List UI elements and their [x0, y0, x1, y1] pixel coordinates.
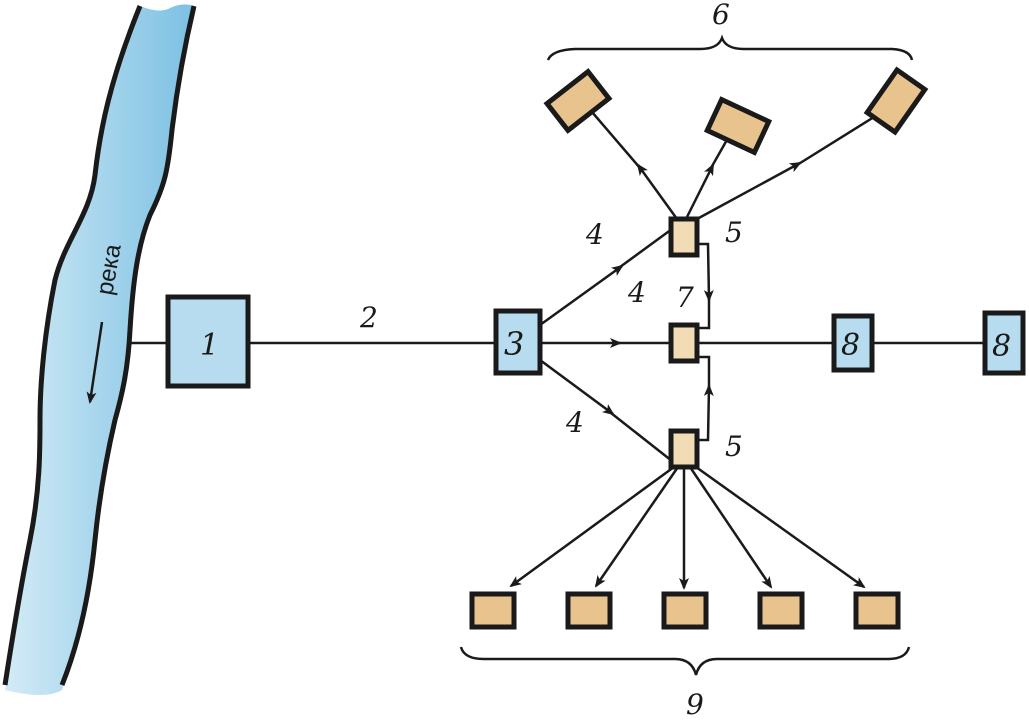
bottom-consumer-5: [853, 591, 901, 630]
top-consumer-pipe-2: [684, 163, 715, 220]
main-pipe-label: 2: [359, 301, 378, 334]
bottom-consumer-pipe-1: [509, 465, 675, 588]
top-consumer-pipe-1-rest: [591, 111, 641, 169]
bottom-consumer-1: [469, 591, 517, 630]
branch-top-pipe-rest: [619, 227, 673, 269]
station-label: 3: [504, 325, 524, 363]
bottom-group-brace: [459, 646, 911, 676]
top-consumer-pipe-1: [636, 163, 679, 220]
interconnect-node: [668, 322, 700, 364]
river-bank-left: [2, 5, 143, 686]
river-body: [5, 4, 194, 695]
top-consumer-3: [863, 66, 929, 136]
bottom-consumer-2: [565, 591, 613, 630]
branch-bottom-pipe-rest: [610, 412, 673, 462]
top-consumer-pipe-3: [696, 161, 802, 221]
hub-top-label: 5: [725, 216, 743, 249]
branch-bottom-label: 4: [565, 406, 584, 439]
end-node-b-label: 8: [992, 329, 1011, 364]
river-flow-arrow: [86, 321, 104, 404]
branch-mid-label: 4: [627, 276, 646, 309]
interconnect-pipe-bottom: [697, 384, 714, 442]
end-node-b: 8: [982, 310, 1026, 376]
bottom-consumer-4: [757, 591, 805, 630]
intake-node: 1: [165, 294, 251, 389]
bottom-consumer-pipe-5: [695, 465, 866, 589]
end-node-a: 8: [831, 313, 875, 373]
bottom-group-label: 9: [686, 688, 704, 721]
branch-top-pipe: [539, 264, 624, 327]
branch-bottom-pipe: [539, 358, 615, 416]
hub-bottom-label: 5: [725, 430, 743, 463]
interconnect-pipe-top: [697, 242, 714, 302]
river-bank-right: [59, 5, 197, 686]
bottom-consumer-pipe-2: [594, 466, 680, 588]
branch-top-label: 4: [585, 218, 604, 251]
top-group-brace: [546, 34, 914, 61]
top-consumer-pipe-2-rest: [709, 137, 730, 169]
top-consumer-1: [543, 68, 613, 134]
top-consumer-pipe-3-rest: [796, 110, 883, 167]
bottom-consumer-3: [661, 591, 709, 630]
bottom-consumer-pipe-4: [688, 466, 773, 589]
intake-label: 1: [200, 328, 219, 363]
top-group-label: 6: [712, 0, 730, 31]
station-node: 3: [493, 308, 543, 376]
interconnect-pipe-top-rest: [697, 298, 711, 330]
end-node-a-label: 8: [841, 328, 860, 363]
hub-top-node: [668, 216, 700, 258]
river: река: [2, 4, 197, 695]
hub-bottom-node: [668, 428, 700, 470]
top-consumer-2: [703, 96, 773, 156]
interconnect-pipe-bottom-rest: [697, 355, 711, 388]
interconnect-label: 7: [676, 281, 694, 314]
